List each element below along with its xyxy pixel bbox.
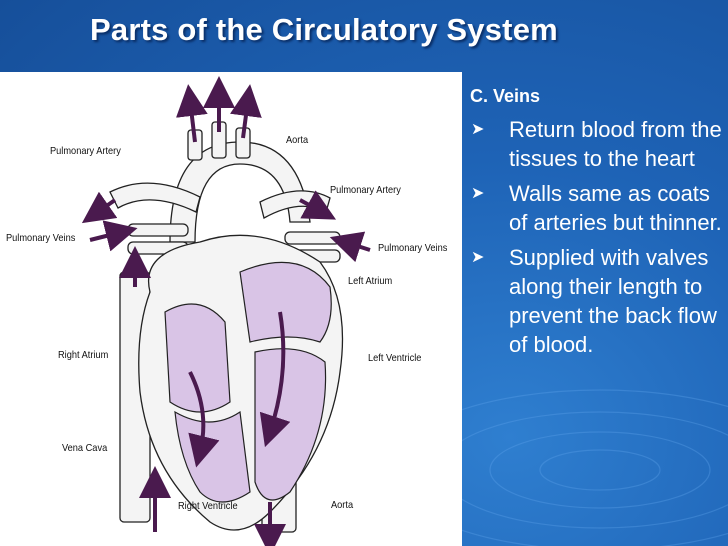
bullet-text: Return blood from the tissues to the hea… bbox=[509, 117, 722, 171]
label-left-atrium: Left Atrium bbox=[348, 275, 393, 287]
label-right-atrium: Right Atrium bbox=[58, 349, 109, 361]
bullet-item: ➤ Return blood from the tissues to the h… bbox=[467, 115, 725, 173]
label-pulmonary-veins-left: Pulmonary Veins bbox=[6, 232, 76, 244]
label-right-ventricle: Right Ventricle bbox=[178, 500, 238, 512]
text-panel: C. Veins ➤ Return blood from the tissues… bbox=[467, 86, 725, 365]
label-pulmonary-artery-right: Pulmonary Artery bbox=[330, 184, 401, 196]
subheading: C. Veins bbox=[470, 86, 541, 106]
arrow-right-icon: ➤ bbox=[471, 249, 485, 266]
left-atrium-chamber bbox=[239, 261, 332, 343]
label-vena-cava: Vena Cava bbox=[62, 442, 108, 454]
bullet-text: Supplied with valves along their length … bbox=[509, 245, 717, 357]
left-ventricle-chamber bbox=[254, 348, 327, 501]
right-atrium-chamber bbox=[164, 303, 231, 413]
bullet-item: ➤ Walls same as coats of arteries but th… bbox=[467, 179, 725, 237]
label-pulmonary-artery-left: Pulmonary Artery bbox=[50, 145, 121, 157]
label-left-ventricle: Left Ventricle bbox=[368, 352, 422, 364]
bullet-list: ➤ Return blood from the tissues to the h… bbox=[467, 115, 725, 359]
pulmonary-artery-left bbox=[109, 182, 201, 213]
label-pulmonary-veins-right: Pulmonary Veins bbox=[378, 242, 448, 254]
arrow-right-icon: ➤ bbox=[471, 121, 485, 138]
label-aorta-bottom: Aorta bbox=[331, 499, 354, 511]
heart-diagram: Aorta Pulmonary Artery Pulmonary Artery … bbox=[0, 72, 462, 546]
label-aorta-top: Aorta bbox=[286, 134, 309, 146]
heart-illustration bbox=[81, 76, 371, 546]
bullet-text: Walls same as coats of arteries but thin… bbox=[509, 181, 722, 235]
slide-title: Parts of the Circulatory System bbox=[90, 12, 558, 47]
bullet-item: ➤ Supplied with valves along their lengt… bbox=[467, 243, 725, 359]
arrow-right-icon: ➤ bbox=[471, 185, 485, 202]
